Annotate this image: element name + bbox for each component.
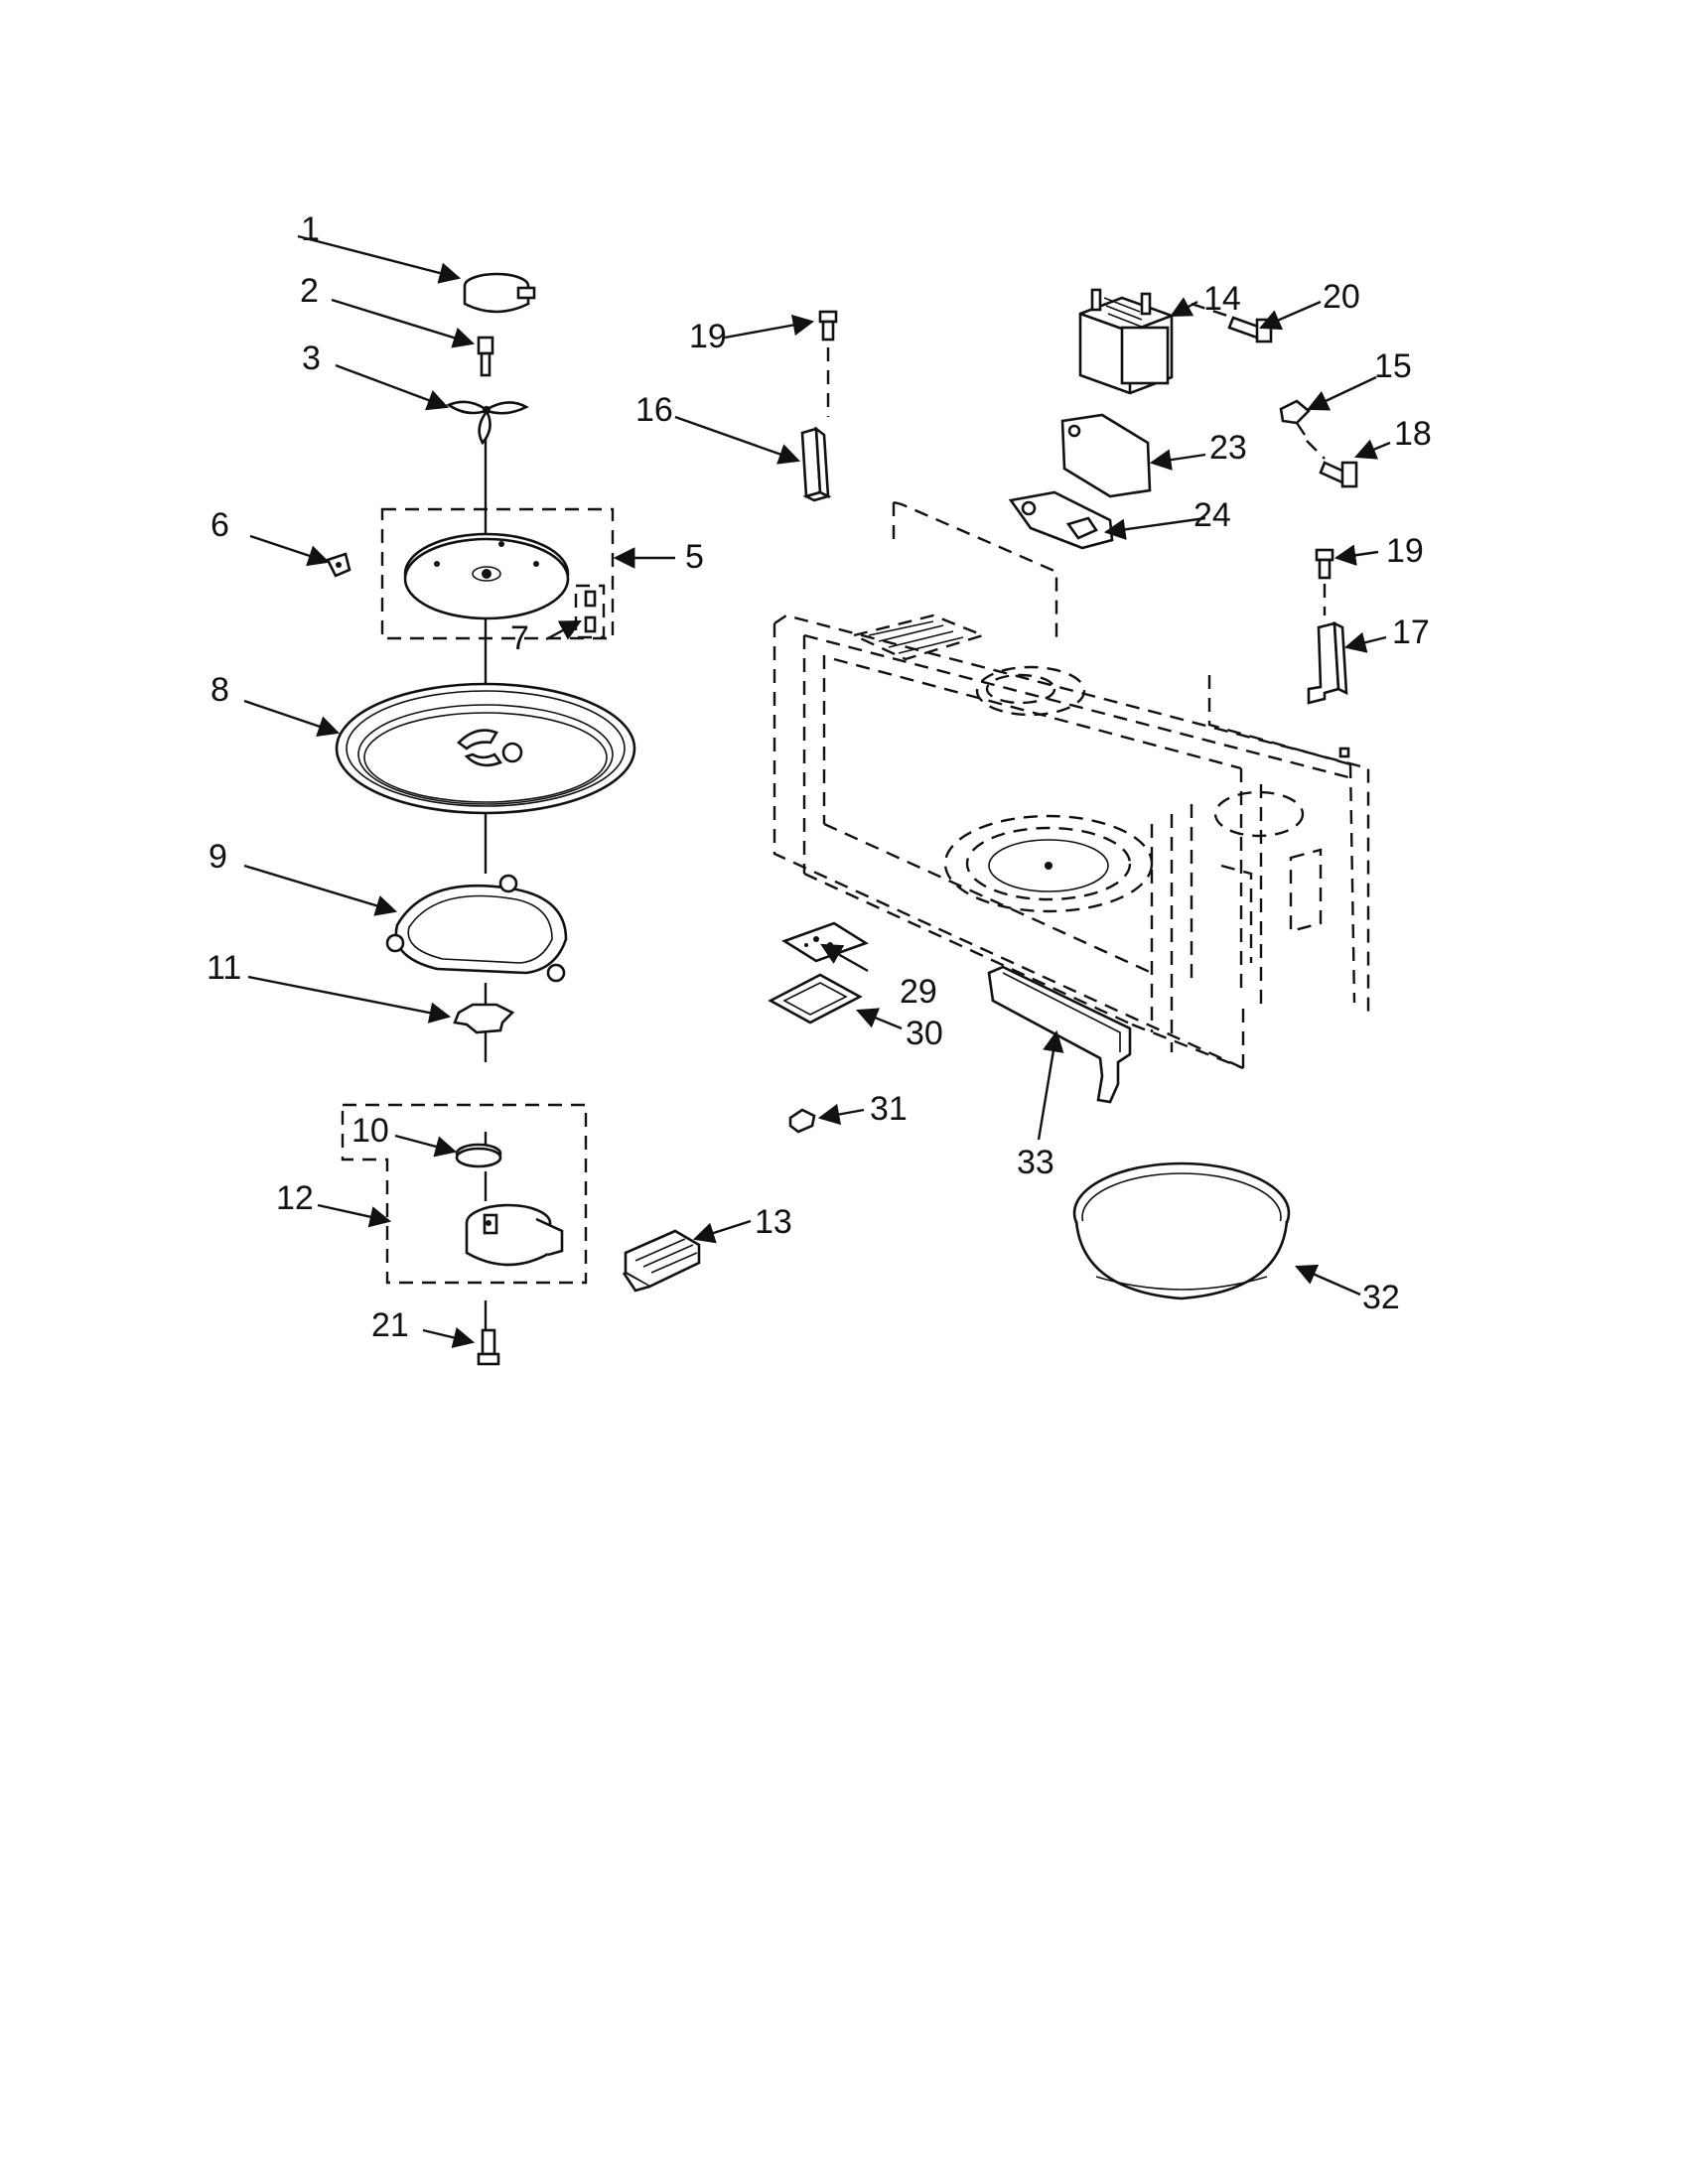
- part-3-fan-blade[interactable]: [446, 400, 529, 446]
- part-19a-screw[interactable]: [818, 310, 838, 341]
- part-19b-screw[interactable]: [1315, 548, 1334, 580]
- part-16-bracket[interactable]: [800, 426, 832, 502]
- part-8-glass-tray[interactable]: [335, 682, 636, 815]
- callout-29: 29: [900, 973, 937, 1011]
- callout-7: 7: [510, 619, 529, 657]
- part-11-coupling[interactable]: [453, 1003, 515, 1034]
- dash-20: [1191, 302, 1228, 318]
- callout-17: 17: [1392, 614, 1430, 651]
- part-13-connector[interactable]: [622, 1229, 701, 1293]
- callout-5: 5: [685, 538, 704, 576]
- part-33-arm[interactable]: [987, 965, 1132, 1104]
- part-7-screws[interactable]: [584, 590, 597, 633]
- callout-13: 13: [755, 1203, 792, 1241]
- part-18-screw[interactable]: [1319, 461, 1358, 488]
- callout-1: 1: [301, 210, 320, 248]
- oven-cavity: [772, 500, 1370, 1070]
- part-1-fan-motor[interactable]: [463, 272, 536, 314]
- callout-31: 31: [870, 1090, 908, 1128]
- callout-18: 18: [1394, 415, 1432, 453]
- callout-24: 24: [1193, 496, 1231, 534]
- part-29-label[interactable]: [781, 921, 869, 963]
- part-12-turntable-motor[interactable]: [465, 1203, 564, 1267]
- callout-20: 20: [1323, 278, 1360, 316]
- callouts: 1 2 3 5 6 7 8 9 11 10 12 21 13 19 16 29 …: [207, 210, 1432, 1344]
- callout-8: 8: [210, 671, 229, 709]
- callout-23: 23: [1209, 429, 1247, 467]
- callout-32: 32: [1362, 1279, 1400, 1316]
- callout-33: 33: [1017, 1144, 1054, 1181]
- part-5-plate[interactable]: [403, 532, 570, 620]
- callout-15: 15: [1374, 347, 1412, 385]
- callout-12: 12: [276, 1179, 314, 1217]
- part-2-coupler[interactable]: [477, 336, 494, 377]
- assembly-5-box: [380, 507, 615, 640]
- part-32-pan[interactable]: [1072, 1161, 1291, 1300]
- part-21-screw[interactable]: [477, 1328, 500, 1366]
- callout-11: 11: [207, 949, 241, 987]
- callout-30: 30: [906, 1015, 943, 1052]
- part-14-transformer[interactable]: [1078, 288, 1174, 395]
- part-30-gasket[interactable]: [768, 973, 863, 1024]
- part-9-roller-guide[interactable]: [385, 874, 568, 983]
- dash-15: [1306, 440, 1326, 460]
- part-24-plate[interactable]: [1008, 490, 1114, 550]
- part-23-cover[interactable]: [1060, 413, 1152, 498]
- assembly-12-box: [341, 1103, 588, 1285]
- part-20-screw[interactable]: [1227, 316, 1273, 343]
- callout-3: 3: [302, 340, 321, 377]
- part-7-box: [574, 584, 606, 639]
- part-17-bracket[interactable]: [1307, 620, 1348, 705]
- callout-2: 2: [300, 272, 319, 310]
- callout-10: 10: [351, 1112, 389, 1150]
- callout-16: 16: [635, 391, 673, 429]
- part-31-clip[interactable]: [788, 1108, 816, 1134]
- callout-9: 9: [209, 838, 227, 876]
- callout-21: 21: [371, 1306, 409, 1344]
- part-10-washer[interactable]: [455, 1143, 502, 1168]
- callout-19b: 19: [1386, 532, 1424, 570]
- callout-6: 6: [210, 506, 229, 544]
- callout-14: 14: [1203, 280, 1241, 318]
- callout-19a: 19: [689, 318, 727, 355]
- part-15-diode[interactable]: [1279, 399, 1311, 436]
- part-6-clip[interactable]: [326, 552, 351, 578]
- leader-lines: [243, 234, 1391, 1348]
